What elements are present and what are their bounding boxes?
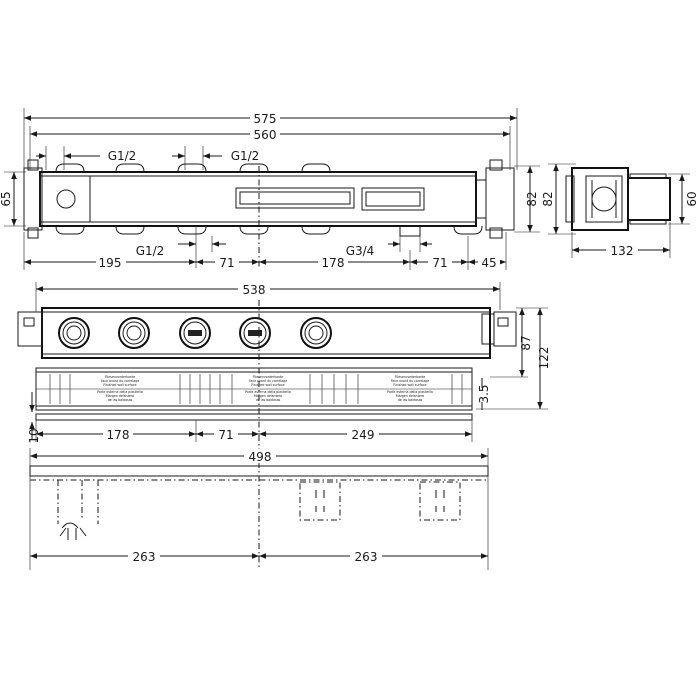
valve-body-top xyxy=(39,171,477,227)
bracket-icon xyxy=(23,159,515,239)
svg-text:Finished wall surface: Finished wall surface xyxy=(251,383,284,387)
svg-text:Face avant du carrelage: Face avant du carrelage xyxy=(391,379,429,383)
dim-87-label: 87 xyxy=(519,335,533,350)
svg-text:Face avant du carrelage: Face avant du carrelage xyxy=(101,379,139,383)
plaster-guard-ticks xyxy=(49,374,463,404)
svg-text:Parte esterna della piastrella: Parte esterna della piastrella xyxy=(245,390,291,394)
circle-port-icon xyxy=(56,189,76,209)
bottom-ports xyxy=(55,225,483,237)
dim-560-label: 560 xyxy=(254,128,277,142)
dim-65-label: 65 xyxy=(0,191,13,206)
top-ports xyxy=(55,163,331,173)
svg-text:de las baldosas: de las baldosas xyxy=(398,398,423,402)
svg-text:Finished wall surface: Finished wall surface xyxy=(103,383,136,387)
side-view: 82 60 132 xyxy=(541,163,699,258)
dim-45-label: 45 xyxy=(481,256,496,270)
thread-label-top-1: G1/2 xyxy=(108,149,137,163)
plaster-guard-label-2: Fliesenvorderkante Face avant du carrela… xyxy=(245,375,291,402)
svg-text:Finished wall surface: Finished wall surface xyxy=(393,383,426,387)
top-view: 575 560 G1/2 G1/2 65 82 xyxy=(0,108,540,270)
svg-text:Margen delantero: Margen delantero xyxy=(106,394,134,398)
dim-498-label: 498 xyxy=(249,450,272,464)
dim-122-label: 122 xyxy=(537,347,551,370)
side-dim-60-label: 60 xyxy=(685,191,699,206)
dim-front-71-label: 71 xyxy=(218,428,233,442)
dim-195-label: 195 xyxy=(99,256,122,270)
side-dim-82-label: 82 xyxy=(541,191,555,206)
dim-538-label: 538 xyxy=(243,283,266,297)
svg-text:de las baldosas: de las baldosas xyxy=(256,398,281,402)
dim-71-b-label: 71 xyxy=(432,256,447,270)
plaster-guard-label-1: Fliesenvorderkante Face avant du carrela… xyxy=(97,375,143,402)
dim-575-label: 575 xyxy=(254,112,277,126)
template-view: 498 263 263 xyxy=(29,448,489,570)
dim-10-label: 10 xyxy=(27,428,41,443)
dim-front-249-label: 249 xyxy=(352,428,375,442)
svg-text:Fliesenvorderkante: Fliesenvorderkante xyxy=(253,375,284,379)
dim-3-5-label: 3.5 xyxy=(477,384,491,403)
svg-text:Margen delantero: Margen delantero xyxy=(396,394,424,398)
dim-71-a-label: 71 xyxy=(219,256,234,270)
dim-263-right-label: 263 xyxy=(355,550,378,564)
thread-label-bottom-2: G3/4 xyxy=(346,244,375,258)
dim-front-178-label: 178 xyxy=(107,428,130,442)
thread-label-top-2: G1/2 xyxy=(231,149,260,163)
plaster-guard-label-3: Fliesenvorderkante Face avant du carrela… xyxy=(387,375,433,402)
svg-text:Parte esterna della piastrella: Parte esterna della piastrella xyxy=(387,390,433,394)
svg-text:Fliesenvorderkante: Fliesenvorderkante xyxy=(395,375,426,379)
svg-text:Face avant du carrelage: Face avant du carrelage xyxy=(249,379,287,383)
thread-label-bottom-1: G1/2 xyxy=(136,244,165,258)
front-view: 538 xyxy=(17,282,551,570)
side-dim-132-label: 132 xyxy=(611,244,634,258)
svg-text:de las baldosas: de las baldosas xyxy=(108,398,133,402)
dim-178-label: 178 xyxy=(322,256,345,270)
dim-82-right-label: 82 xyxy=(525,191,539,206)
bracket-icon xyxy=(17,311,517,347)
svg-text:Parte esterna della piastrella: Parte esterna della piastrella xyxy=(97,390,143,394)
svg-text:Margen delantero: Margen delantero xyxy=(254,394,282,398)
circle-port-icon xyxy=(58,317,332,349)
dim-263-left-label: 263 xyxy=(133,550,156,564)
svg-text:Fliesenvorderkante: Fliesenvorderkante xyxy=(105,375,136,379)
